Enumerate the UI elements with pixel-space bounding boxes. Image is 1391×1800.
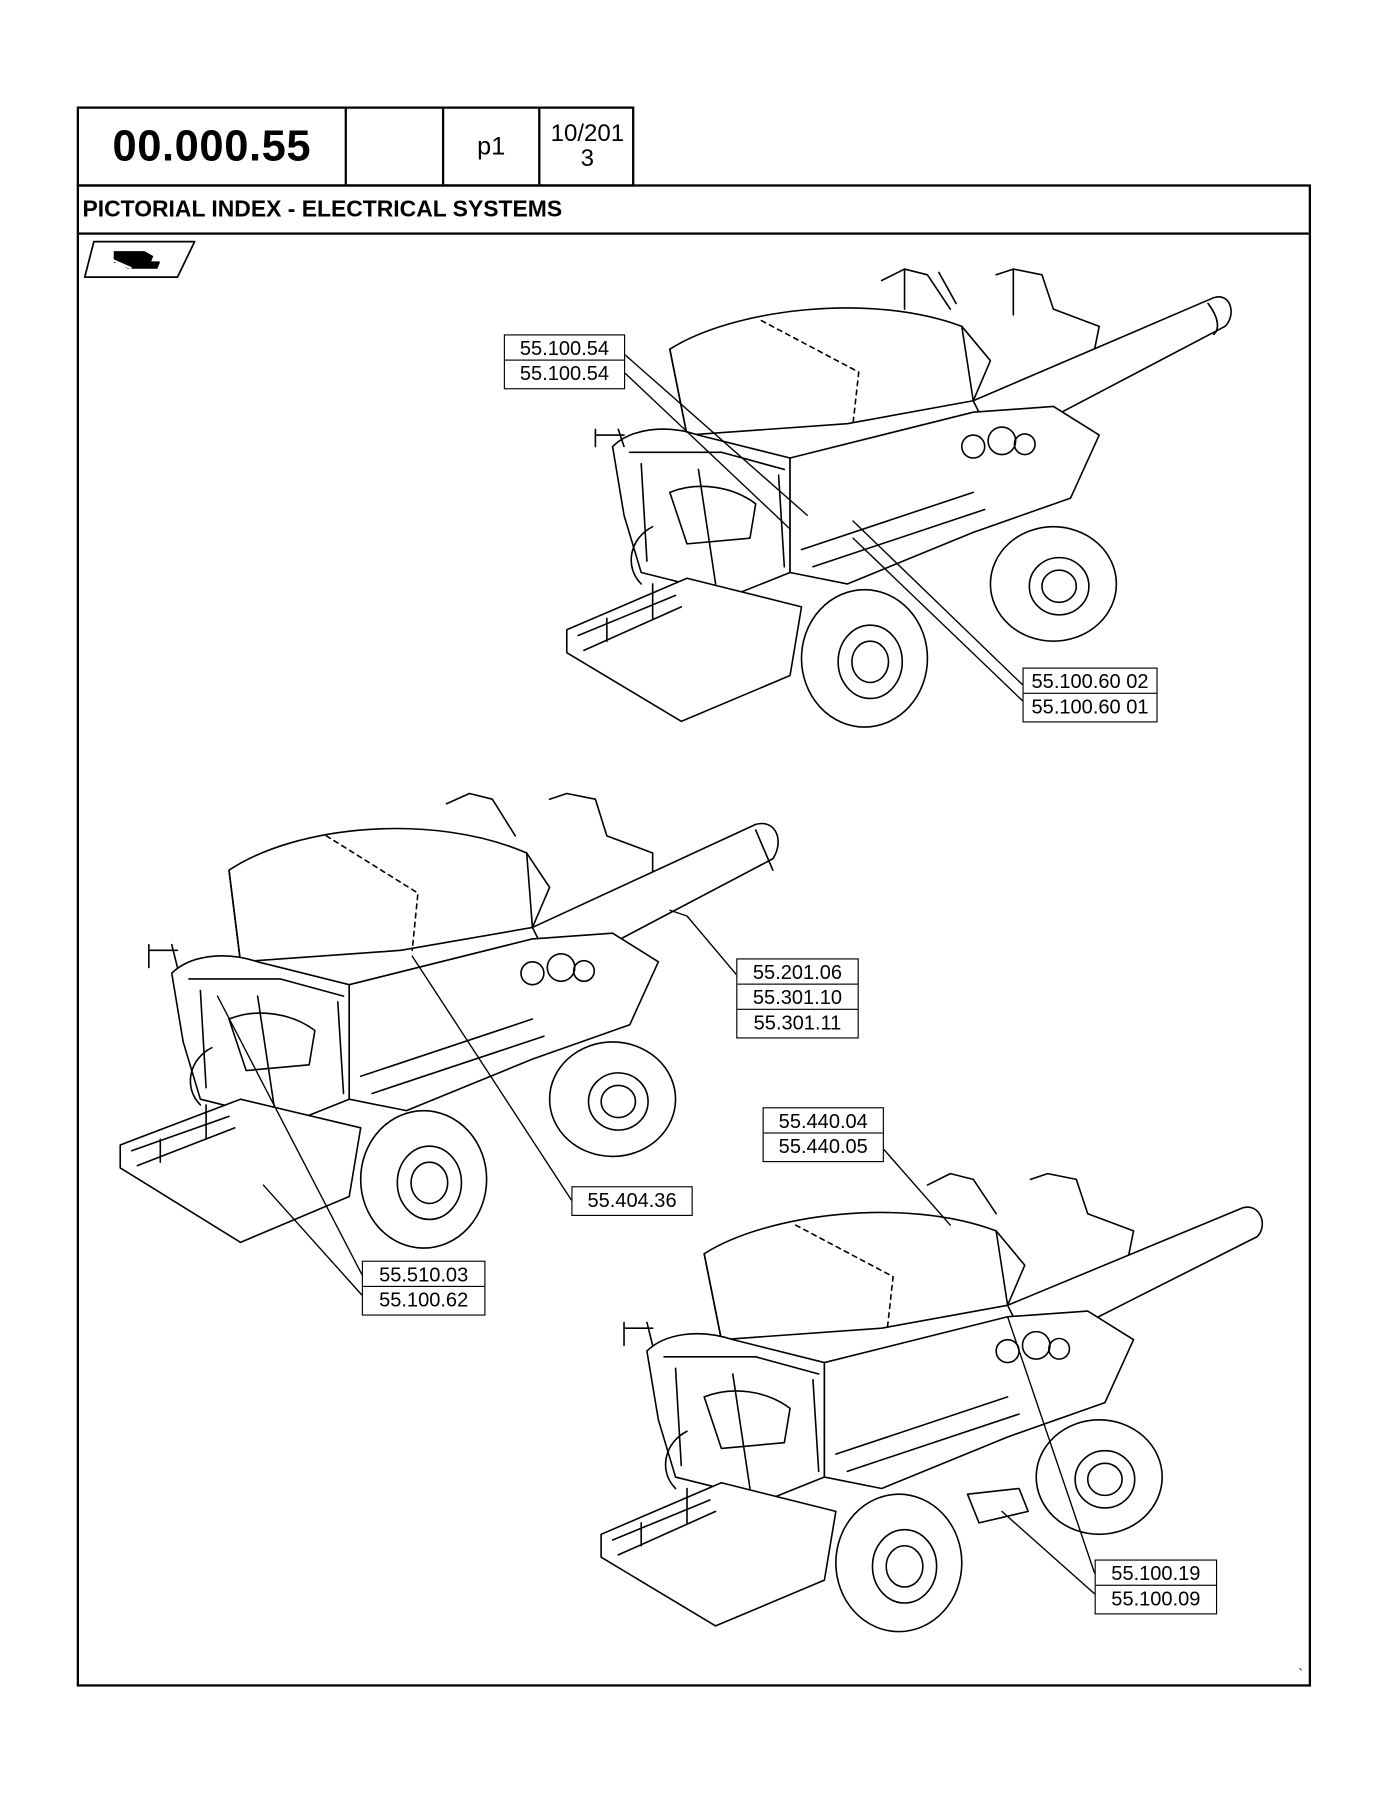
- section-code: 00.000.55: [79, 108, 347, 185]
- ref-label-group-2[interactable]: 55.100.60 02 55.100.60 01: [1022, 667, 1158, 723]
- ref-label[interactable]: 55.510.03: [362, 1262, 485, 1287]
- ref-label[interactable]: 55.100.62: [379, 1288, 469, 1312]
- blank-cell: [347, 108, 445, 185]
- combine-view-2: [119, 792, 779, 1249]
- ref-label-group-6[interactable]: 55.440.04 55.440.05: [762, 1107, 884, 1163]
- ref-label[interactable]: 55.100.09: [1111, 1586, 1201, 1610]
- ref-label-group-7[interactable]: 55.100.19 55.100.09: [1094, 1559, 1218, 1615]
- ref-label[interactable]: 55.100.60 02: [1023, 669, 1157, 694]
- ref-label-group-3[interactable]: 55.201.06 55.301.10 55.301.11: [736, 958, 859, 1039]
- combine-view-1: [565, 268, 1232, 728]
- ref-label-group-4[interactable]: 55.404.36: [571, 1186, 693, 1216]
- leader-lines: [216, 354, 1096, 1595]
- ref-label-group-1[interactable]: 55.100.54 55.100.54: [503, 334, 626, 390]
- content-frame: PICTORIAL INDEX - ELECTRICAL SYSTEMS: [76, 184, 1312, 1687]
- ref-label[interactable]: 55.100.19: [1095, 1561, 1216, 1586]
- page-number: p1: [444, 108, 541, 185]
- ref-label-group-5[interactable]: 55.510.03 55.100.62: [361, 1260, 486, 1316]
- hand-pointing-icon[interactable]: [83, 240, 196, 278]
- combine-view-3: [600, 1172, 1263, 1633]
- footer-mark: `: [1298, 1665, 1304, 1683]
- ref-label[interactable]: 55.100.54: [504, 335, 625, 361]
- ref-label[interactable]: 55.301.10: [737, 985, 858, 1010]
- ref-label[interactable]: 55.440.05: [778, 1134, 868, 1158]
- ref-label[interactable]: 55.100.60 01: [1031, 695, 1149, 718]
- ref-label[interactable]: 55.301.11: [753, 1011, 842, 1034]
- ref-label[interactable]: 55.201.06: [737, 960, 858, 985]
- ref-label[interactable]: 55.100.54: [519, 361, 610, 385]
- ref-label[interactable]: 55.440.04: [763, 1108, 883, 1134]
- page-title: PICTORIAL INDEX - ELECTRICAL SYSTEMS: [79, 187, 1309, 235]
- ref-label[interactable]: 55.404.36: [587, 1188, 677, 1212]
- issue-date: 10/201 3: [550, 120, 625, 172]
